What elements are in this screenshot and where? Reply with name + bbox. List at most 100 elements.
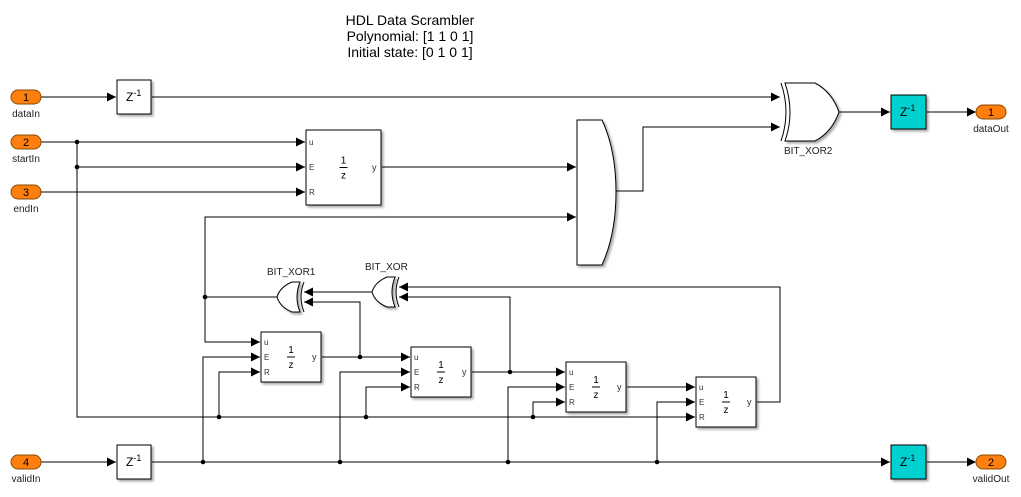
inport-label: dataIn: [12, 109, 40, 120]
xor-label: BIT_XOR1: [267, 267, 316, 278]
wire-startin-to-reset-bus[interactable]: [76, 167, 695, 422]
wire-valid-to-ed4-e[interactable]: [656, 397, 695, 462]
wire-reset-to-ed2-r[interactable]: [365, 382, 410, 417]
inport-validin[interactable]: 4 validIn: [10, 454, 42, 485]
branch-point: [507, 369, 513, 375]
unit-delay-validin[interactable]: Z-1: [116, 444, 152, 480]
or-gate[interactable]: [576, 119, 617, 266]
outport-number: 2: [988, 457, 994, 469]
annotation-title-block: HDL Data Scrambler Polynomial: [1 1 0 1]…: [330, 12, 490, 60]
port-label-y: y: [372, 163, 377, 173]
branch-point: [200, 459, 206, 465]
delay-label: Z-1: [900, 453, 915, 469]
port-label-r: R: [569, 398, 575, 407]
outport-dataout[interactable]: 1 dataOut: [973, 104, 1009, 135]
inport-number: 1: [23, 92, 29, 104]
branch-point: [74, 139, 80, 145]
tf-numerator: 1: [438, 360, 444, 371]
tf-denominator: z: [594, 390, 599, 401]
wire-xor1-to-or[interactable]: [204, 212, 576, 298]
inport-label: startIn: [12, 154, 40, 165]
branch-point: [74, 164, 80, 170]
port-label-y: y: [617, 382, 622, 392]
unit-delay-dataout[interactable]: Z-1: [890, 94, 927, 130]
port-label-e: E: [699, 398, 704, 407]
outport-label: validOut: [973, 474, 1010, 485]
wire-valid-to-ed2-e[interactable]: [339, 367, 410, 462]
outport-label: dataOut: [973, 124, 1009, 135]
port-label-r: R: [699, 413, 705, 422]
branch-point: [530, 414, 536, 420]
port-label-r: R: [414, 383, 420, 392]
outport-validout[interactable]: 2 validOut: [973, 454, 1010, 485]
wire-or-to-xor2[interactable]: [616, 122, 780, 192]
tf-denominator: z: [289, 360, 294, 371]
branch-point: [357, 354, 363, 360]
tf-numerator: 1: [288, 345, 294, 356]
tf-numerator: 1: [593, 375, 599, 386]
port-label-y: y: [747, 397, 752, 407]
port-label-y: y: [462, 367, 467, 377]
unit-delay-validout[interactable]: Z-1: [890, 444, 927, 480]
port-label-r: R: [264, 368, 270, 377]
enabled-delay-ed1[interactable]: uER 1 z y: [260, 331, 322, 383]
tf-denominator: z: [439, 375, 444, 386]
delay-label: Z-1: [900, 103, 915, 119]
xor-gate-bit-xor[interactable]: BIT_XOR: [365, 262, 408, 308]
xor-gate-bit-xor2[interactable]: BIT_XOR2: [780, 82, 840, 157]
enabled-delay-ed0[interactable]: uE R 1 z y: [305, 129, 382, 206]
port-label-y: y: [312, 352, 317, 362]
initial-state-text: Initial state: [0 1 0 1]: [347, 44, 473, 60]
inport-label: validIn: [12, 474, 41, 485]
wire-ed1-to-xor1[interactable]: [304, 297, 361, 357]
wire-ed2-to-xor[interactable]: [399, 292, 511, 372]
port-label-e: E: [414, 368, 419, 377]
inport-number: 4: [23, 457, 29, 469]
xor-label: BIT_XOR: [365, 262, 408, 273]
inport-datain[interactable]: 1 dataIn: [10, 89, 42, 120]
port-label-u: u: [569, 368, 573, 377]
delay-label: Z-1: [126, 88, 141, 104]
tf-numerator: 1: [723, 390, 729, 401]
port-label-u: u: [264, 338, 268, 347]
port-label-u: u: [309, 138, 313, 147]
tf-numerator: 1: [341, 156, 347, 167]
inport-startin[interactable]: 2 startIn: [10, 134, 42, 165]
tf-denominator: z: [341, 171, 346, 182]
polynomial-text: Polynomial: [1 1 0 1]: [346, 28, 474, 44]
port-label-r: R: [309, 188, 315, 197]
port-label-u: u: [414, 353, 418, 362]
outport-number: 1: [988, 107, 994, 119]
delay-label: Z-1: [126, 453, 141, 469]
port-label-e: E: [309, 163, 314, 172]
diagram-title: HDL Data Scrambler: [345, 12, 475, 28]
xor-gate-bit-xor1[interactable]: BIT_XOR1: [267, 267, 316, 313]
wire-ed4-to-xor[interactable]: [399, 282, 781, 403]
branch-point: [216, 414, 222, 420]
branch-point: [363, 414, 369, 420]
port-label-e: E: [264, 353, 269, 362]
inport-label: endIn: [13, 204, 38, 215]
branch-point: [505, 459, 511, 465]
wire-startin-to-ed0-e[interactable]: [76, 142, 305, 172]
wire-reset-to-ed3-r[interactable]: [532, 397, 565, 417]
branch-point: [337, 459, 343, 465]
enabled-delay-ed4[interactable]: uER 1 z y: [695, 376, 757, 428]
branch-points: [74, 139, 660, 465]
unit-delay-datain[interactable]: Z-1: [116, 79, 152, 115]
port-label-u: u: [699, 383, 703, 392]
wire-valid-to-ed3-e[interactable]: [507, 382, 565, 462]
inport-endin[interactable]: 3 endIn: [10, 184, 42, 215]
signal-wires: [41, 92, 976, 467]
wire-reset-to-ed1-r[interactable]: [218, 367, 260, 417]
tf-denominator: z: [724, 405, 729, 416]
branch-point: [202, 294, 208, 300]
wire-xor1-to-ed1-u[interactable]: [204, 297, 260, 347]
xor-label: BIT_XOR2: [784, 146, 833, 157]
enabled-delay-ed3[interactable]: uER 1 z y: [565, 361, 627, 413]
enabled-delay-ed2[interactable]: uER 1 z y: [410, 346, 472, 398]
port-label-e: E: [569, 383, 574, 392]
wire-valid-to-ed1-e[interactable]: [202, 352, 260, 462]
